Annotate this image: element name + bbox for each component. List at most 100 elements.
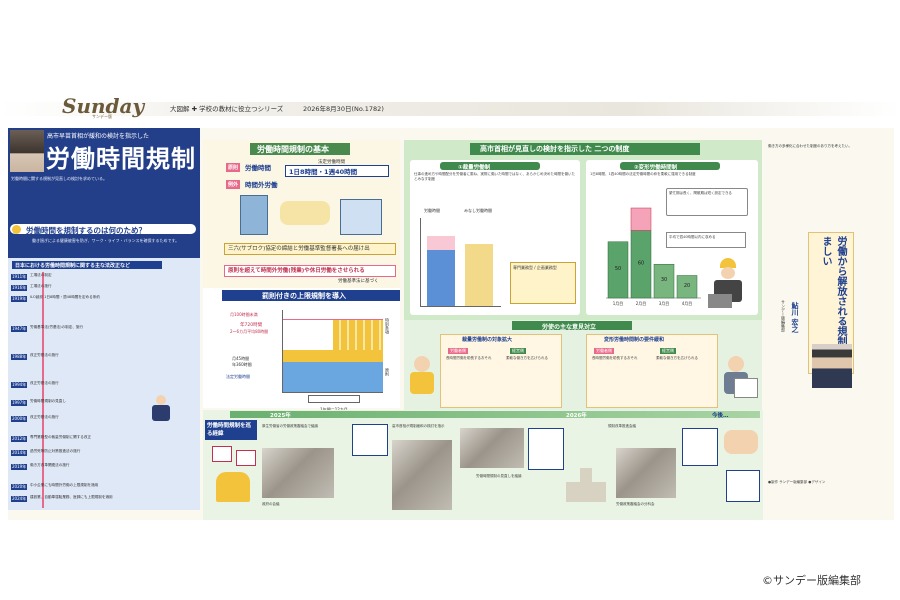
opinion-left-mgmt-body: 柔軟な働き方を広げられる: [506, 356, 548, 360]
discretionary-chart: [420, 218, 501, 307]
event-box-5: [726, 470, 760, 502]
cap-special-note: 年720時間: [240, 323, 263, 328]
event-text-1: 厚生労働省の労働政策審議会で議論: [262, 424, 342, 446]
event-box-3: [528, 428, 564, 470]
timeline-item: 2020年中小企業にも時間外労働の上限規制を適用: [8, 482, 193, 498]
photo-meeting-3: [616, 448, 676, 498]
event-text-3: 労働時間規制の見直しを議論: [476, 474, 548, 502]
issue-date: 2026年8月30日(No.1782): [303, 105, 384, 113]
timeline-item: 2024年建設業、自動車運転業務、医師にも上限規制を適用: [8, 494, 193, 510]
timeline-item: 1997年労働時間規制の見直し: [8, 398, 193, 414]
logo-sub: サンデー版: [92, 114, 112, 119]
variable-title: ②変形労働時間制: [634, 165, 678, 171]
lead-body-text: 労働時間に関する規制が見直しの検討を求めている。: [11, 176, 107, 181]
question-text: 労働時間を規制するのは何のため？: [26, 226, 146, 235]
lower-title: 労働時間規制を巡る経緯: [207, 423, 252, 437]
opinion-left-title: 裁量労働制の対象拡大: [462, 337, 513, 343]
timeline-year: 2012年: [11, 436, 28, 442]
cap-special-band: [333, 320, 383, 350]
caption-1: 政府の会議: [262, 502, 280, 506]
timeline-year: 1988年: [11, 354, 28, 360]
timeline-text: 工場法の施行: [30, 284, 52, 288]
caption-2: 労働政策審議会の分科会: [616, 502, 655, 506]
discretionary-types: 専門業務型 / 企画業務型: [513, 265, 557, 270]
future-label: 今後…: [712, 413, 729, 419]
lead-body: 労働時間に関する規制が見直しの検討を求めている。: [11, 176, 197, 206]
timeline-item: 1988年改正労基法の施行: [8, 352, 193, 368]
variable-bar: [653, 264, 675, 299]
opinions-header: [512, 321, 632, 330]
principle-text: 労働時間: [245, 164, 271, 172]
variable-note2-box: 平均で週40時間以内に収める: [666, 232, 746, 248]
columnist-photo: [812, 344, 852, 388]
timeline-text: 労働時間規制の見直し: [30, 399, 66, 403]
masthead: Sunday サンデー版 大図解 ✚ 学校の教材に役立つシリーズ 2026年8月…: [0, 92, 900, 124]
lower-arrow-bar: [230, 411, 760, 418]
diet-building-illustration: [566, 468, 606, 504]
opinion-left-mgmt-text: 柔軟な働き方を広げられる: [506, 356, 556, 396]
timeline-text: 過労死等防止対策推進法の施行: [30, 449, 81, 453]
timeline-year: 1947年: [11, 326, 28, 332]
clock-icon: [12, 225, 21, 234]
variable-month-label: 4月目: [682, 301, 693, 306]
review-title: 高市首相が見直しの検討を指示した 二つの制度: [480, 145, 630, 153]
timeline-year: 2014年: [11, 450, 28, 456]
timeline-header: [12, 261, 162, 269]
exception-badge: 例外: [226, 180, 241, 189]
office-illustration: [220, 195, 390, 239]
cap-limit-line: [283, 319, 383, 320]
discretionary-title: ①裁量労働制: [458, 165, 491, 171]
timeline-text: 労働基準法(労基法)の制定、施行: [30, 325, 84, 329]
timeline-text: 働き方改革関連法の施行: [30, 463, 70, 467]
pm-photo: [10, 130, 44, 172]
photo-meeting-1: [262, 448, 334, 498]
variable-month-label: 2月目: [636, 301, 647, 306]
exception-text: 時間外労働: [245, 181, 278, 189]
variable-peak-overlay: [630, 207, 652, 231]
variable-body-text: 1日8時間、1週40時間の法定労働時間の枠を柔軟に運用できる制度: [590, 172, 696, 176]
overtime-box: [224, 265, 396, 277]
opinion-right-card: [586, 334, 718, 408]
discretionary-col1: 労働時間: [424, 208, 440, 213]
opinion-right-labor-body: 長時間労働を助長するおそれ: [592, 356, 638, 360]
variable-bar: [676, 275, 698, 299]
cap-legal-hours: 法定労働時間: [226, 374, 250, 379]
timeline-year: 2020年: [11, 484, 28, 490]
event-text-2: 高市首相が規制緩和の検討を指示: [392, 424, 482, 438]
pointing-hand-illustration: [724, 430, 758, 454]
basics-header: [250, 143, 350, 155]
columnist-role: サンデー版編集部: [781, 300, 786, 332]
timeline-item: 1911年工場法の制定: [8, 272, 193, 288]
opinion-right-mgmt-text: 柔軟な働き方を広げられる: [656, 356, 712, 396]
variable-bar-value: 50: [615, 266, 621, 272]
timeline-title: 日本における労働時間規制に関する主な法改正など: [15, 263, 131, 269]
timeline-year: 1911年: [11, 274, 28, 280]
discretionary-body-text: 仕事の進め方や時間配分を労働者に委ね、実際に働いた時間ではなく、あらかじめ決めた…: [414, 172, 575, 181]
variable-bar-value: 20: [684, 283, 690, 289]
cap-overtime-monthly: 月45時間: [232, 356, 250, 361]
variable-month-label: 3月目: [659, 301, 670, 306]
year-2025: 2025年: [270, 413, 291, 419]
opinion-left-card: [440, 334, 562, 408]
timeline-text: ILO創設 1日8時間・週48時間を定める条約: [30, 295, 100, 299]
timeline-text: 建設業、自動車運転業務、医師にも上限規制を適用: [30, 495, 113, 499]
columnist-name: 鮎川 宏之: [791, 302, 799, 333]
column-title: 労働から解放される規制が望ましい: [820, 236, 846, 366]
timeline-item: 2014年過労死等防止対策推進法の施行: [8, 448, 193, 464]
variable-month-label: 1月目: [613, 301, 624, 306]
discretionary-col2: みなし労働時間: [464, 208, 492, 213]
timeline-year: 1919年: [11, 296, 28, 302]
opinions-title: 労使の主な意見対立: [542, 324, 597, 331]
column-text-top: 働き方の多様化に合わせた制度のあり方を考えたい。: [768, 144, 888, 228]
lower-title-box: [205, 420, 257, 440]
opinion-left-labor: 労働者側: [448, 348, 468, 354]
worker-left-illustration: [408, 356, 438, 396]
logo: Sunday: [62, 94, 145, 118]
event-4: 規制改革推進会議: [608, 424, 636, 428]
variable-note2: 平均で週40時間以内に収める: [669, 235, 716, 239]
cap-yellow-band: [283, 350, 383, 362]
agreement-text: 三六(サブロク)協定の締結と労働基準監督署長への届け出: [228, 246, 370, 252]
law-reference: 労働基準法に基づく: [338, 279, 379, 284]
timeline-panel: [8, 258, 200, 510]
